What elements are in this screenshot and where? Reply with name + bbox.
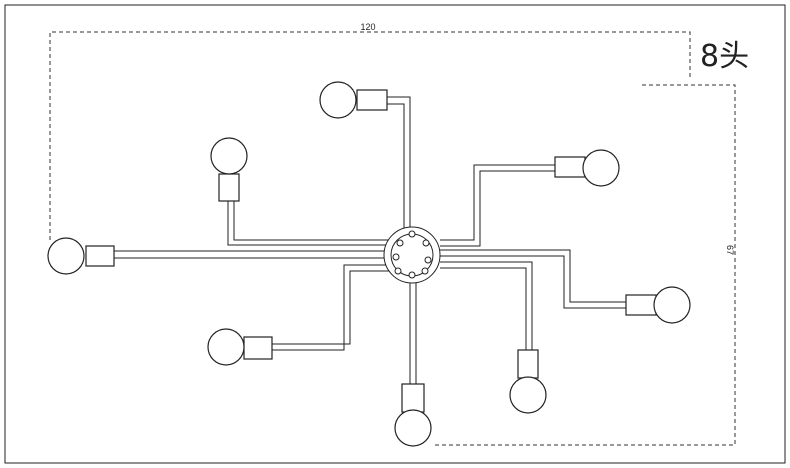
hub-socket (394, 267, 402, 275)
lamp-holder-lower-right (517, 349, 539, 379)
hub-socket (422, 239, 430, 247)
arm-upper-left (227, 200, 392, 246)
arm-upper-right (440, 164, 556, 241)
hub-socket (396, 239, 404, 247)
bulb-top (319, 81, 357, 119)
lamp-holder-left (85, 245, 115, 267)
hub-socket (392, 253, 400, 261)
arm-lower-left (271, 264, 390, 351)
dimension-lines (49, 31, 736, 446)
outer-frame (4, 4, 786, 464)
arm-top (387, 96, 411, 232)
width-label: 120 (360, 22, 375, 32)
bulb-lower-left (207, 328, 245, 366)
lamp-holder-upper-left (218, 173, 240, 202)
width-dimension-line (49, 31, 691, 240)
hub-socket (408, 271, 416, 279)
height-label: 67 (725, 245, 735, 255)
bulb-bottom (394, 409, 432, 447)
lamp-holder-right (625, 294, 657, 316)
arms (114, 96, 626, 384)
bulb-lower-right (509, 376, 547, 414)
lamp-holder-top (356, 89, 388, 111)
head-count-label: 8头 (700, 39, 749, 74)
bulb-upper-left (210, 137, 248, 175)
lamp-holder-upper-right (554, 156, 586, 178)
hub-socket (408, 230, 416, 238)
bulb-right (653, 286, 691, 324)
central-hub (383, 226, 441, 284)
arm-right (440, 249, 626, 303)
lamp-holder-bottom (401, 383, 425, 413)
lamps (47, 81, 691, 447)
bulb-upper-right (582, 149, 620, 187)
lamp-holder-lower-left (243, 336, 273, 360)
arm-lower-right (440, 261, 533, 350)
bulb-left (47, 237, 85, 275)
hub-socket (424, 256, 432, 264)
hub-socket (421, 267, 429, 275)
height-dimension-line (432, 84, 736, 446)
